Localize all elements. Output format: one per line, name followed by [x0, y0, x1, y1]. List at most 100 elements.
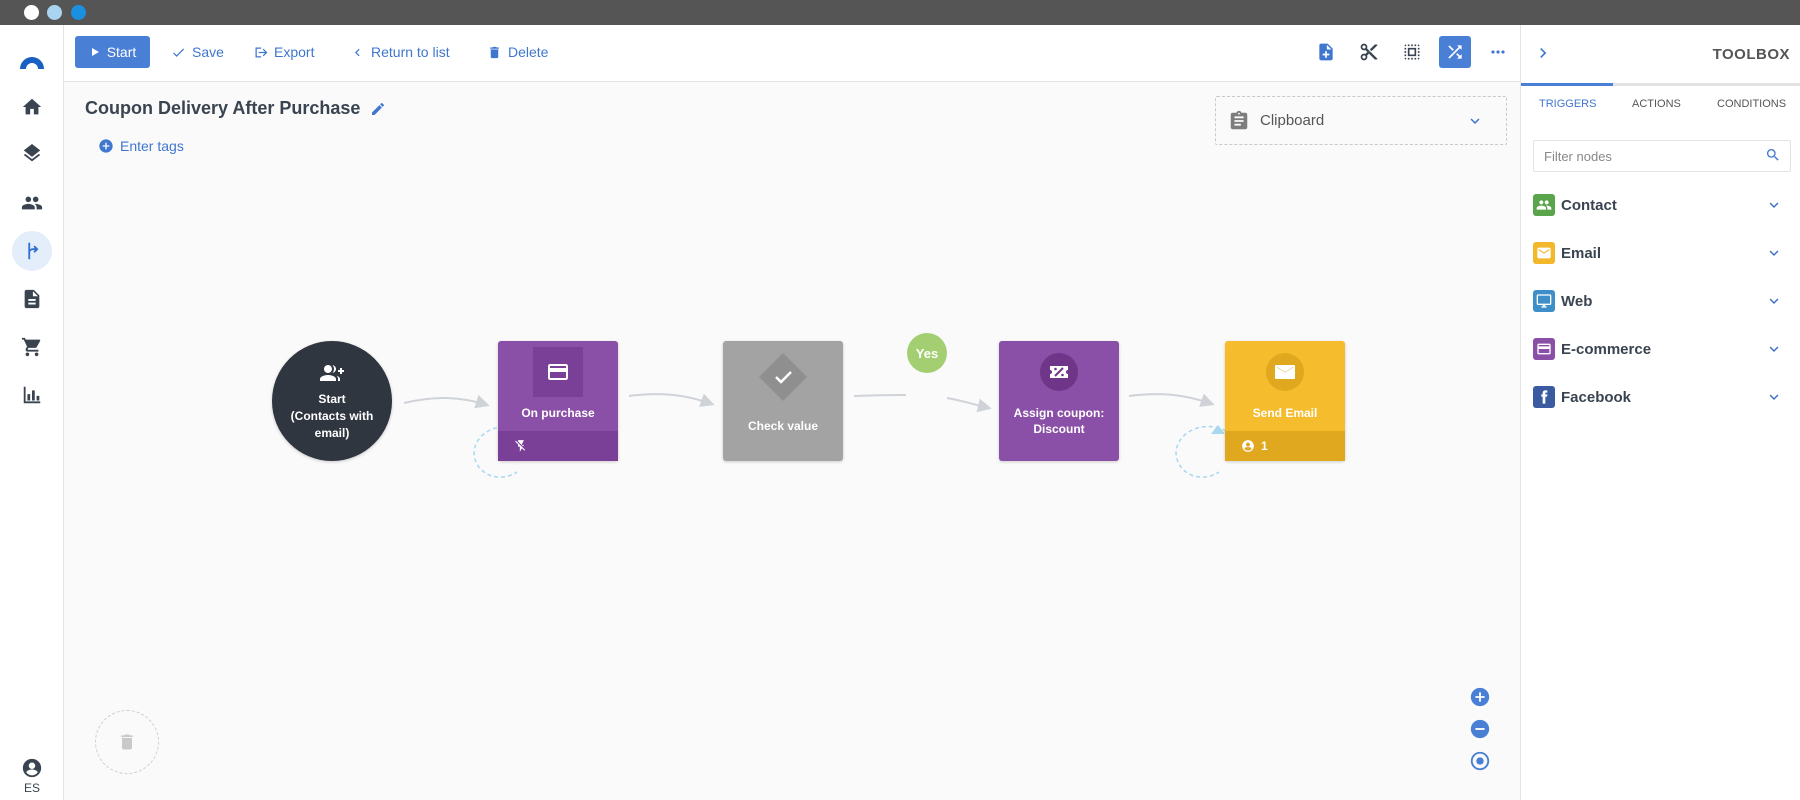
enter-tags-label: Enter tags: [120, 138, 184, 154]
node-icon-box: [758, 352, 808, 402]
coupon-icon: [1040, 353, 1078, 391]
start-node-label: Start (Contacts with email): [290, 392, 374, 440]
yes-branch-badge[interactable]: Yes: [907, 333, 947, 373]
monitor-icon: [1533, 290, 1555, 312]
zoom-out-icon: [1470, 719, 1490, 739]
more-options-icon[interactable]: [1482, 36, 1514, 68]
drop-to-delete-zone[interactable]: [95, 710, 159, 774]
start-node[interactable]: Start (Contacts with email): [272, 341, 392, 461]
send-email-label: Send Email: [1252, 406, 1318, 420]
on-purchase-label: On purchase: [521, 406, 595, 420]
clipboard-icon: [1230, 110, 1248, 129]
loop-connector-email: [1175, 425, 1227, 478]
assign-coupon-node[interactable]: Assign coupon: Discount: [999, 341, 1119, 461]
tab-actions[interactable]: ACTIONS: [1632, 98, 1681, 110]
contact-count[interactable]: 1: [1261, 439, 1268, 453]
nav-user-icon[interactable]: [12, 753, 52, 783]
chevron-down-icon: [1470, 118, 1480, 124]
category-label: Facebook: [1561, 388, 1632, 406]
search-icon[interactable]: [1765, 147, 1781, 163]
center-view-button[interactable]: [1469, 750, 1491, 772]
auto-layout-icon[interactable]: [1439, 36, 1471, 68]
category-contact[interactable]: Contact: [1521, 183, 1800, 227]
filter-nodes-input[interactable]: [1533, 140, 1791, 172]
chevron-down-icon: [1769, 394, 1779, 400]
chevron-down-icon: [1769, 298, 1779, 304]
check-value-label: Check value: [747, 419, 819, 433]
on-purchase-node[interactable]: On purchase: [498, 341, 618, 461]
top-toolbar: Start Save Export Return to list Delete: [64, 25, 1520, 82]
return-to-list-label: Return to list: [371, 44, 450, 60]
export-icon: [255, 47, 268, 57]
email-icon: [1266, 353, 1304, 391]
nav-contacts-icon[interactable]: [12, 183, 52, 223]
send-email-node[interactable]: Send Email 1: [1225, 341, 1345, 461]
toolbox-tabs: TRIGGERS ACTIONS CONDITIONS: [1521, 83, 1800, 123]
assign-coupon-label: Assign coupon: Discount: [1013, 406, 1105, 436]
chevron-down-icon: [1769, 346, 1779, 352]
trash-icon: [121, 734, 133, 750]
check-icon: [173, 48, 185, 57]
start-button[interactable]: Start: [75, 36, 150, 68]
edit-pencil-icon[interactable]: [370, 101, 386, 117]
zoom-in-button[interactable]: [1469, 686, 1491, 708]
scissors-icon[interactable]: [1353, 36, 1385, 68]
chevron-right-icon[interactable]: [1533, 43, 1553, 63]
flash-off-icon[interactable]: [514, 439, 528, 453]
nav-layers-icon[interactable]: [12, 135, 52, 175]
export-button-label: Export: [274, 44, 315, 60]
nav-document-icon[interactable]: [12, 279, 52, 319]
language-indicator[interactable]: ES: [23, 781, 40, 795]
zoom-out-button[interactable]: [1469, 718, 1491, 740]
nav-automation-icon[interactable]: [12, 231, 52, 271]
active-tab-indicator: [1521, 83, 1613, 86]
left-navigation: ES: [0, 25, 64, 800]
save-button-label: Save: [192, 44, 224, 60]
window-titlebar: [0, 0, 1800, 25]
workflow-title: Coupon Delivery After Purchase: [85, 98, 361, 118]
window-dot-maximize[interactable]: [71, 5, 86, 20]
workflow-canvas[interactable]: Coupon Delivery After Purchase Enter tag…: [64, 82, 1520, 800]
start-button-label: Start: [106, 44, 137, 60]
chevron-down-icon: [1769, 202, 1779, 208]
enter-tags-button[interactable]: Enter tags: [98, 138, 184, 154]
add-node-icon[interactable]: [1310, 36, 1342, 68]
loop-arrow-email: [1211, 425, 1225, 434]
category-label: Email: [1561, 244, 1602, 262]
credit-card-icon: [548, 364, 568, 380]
tab-triggers[interactable]: TRIGGERS: [1539, 98, 1597, 110]
condition-diamond-icon: [759, 353, 807, 401]
window-dot-minimize[interactable]: [47, 5, 62, 20]
category-email[interactable]: Email: [1521, 231, 1800, 275]
window-dot-close[interactable]: [24, 5, 39, 20]
add-circle-icon: [99, 139, 113, 153]
delete-button-label: Delete: [508, 44, 549, 60]
clipboard-dropdown[interactable]: Clipboard: [1215, 96, 1507, 145]
node-icon-box: [1260, 347, 1310, 397]
loop-connector-purchase: [473, 425, 525, 478]
nav-cart-icon[interactable]: [12, 327, 52, 367]
facebook-icon: [1533, 386, 1555, 408]
category-web[interactable]: Web: [1521, 279, 1800, 323]
category-facebook[interactable]: Facebook: [1521, 375, 1800, 419]
nav-home-icon[interactable]: [12, 87, 52, 127]
credit-card-icon: [1533, 338, 1555, 360]
target-icon: [1470, 751, 1490, 771]
return-to-list-button[interactable]: Return to list: [350, 36, 450, 68]
node-footer: [498, 431, 618, 461]
category-ecommerce[interactable]: E-commerce: [1521, 327, 1800, 371]
user-circle-icon[interactable]: [1241, 439, 1255, 453]
delete-button[interactable]: Delete: [487, 36, 548, 68]
tab-conditions[interactable]: CONDITIONS: [1717, 98, 1787, 110]
export-button[interactable]: Export: [253, 36, 314, 68]
nav-chart-icon[interactable]: [12, 375, 52, 415]
contacts-icon: [1533, 194, 1555, 216]
select-area-icon[interactable]: [1396, 36, 1428, 68]
trash-icon: [490, 46, 499, 58]
play-icon: [91, 48, 99, 56]
save-button[interactable]: Save: [171, 36, 224, 68]
node-icon-box: [533, 347, 583, 397]
app-logo-icon[interactable]: [17, 45, 47, 75]
check-value-node[interactable]: Check value: [723, 341, 843, 461]
connector-purchase-check: [628, 393, 715, 407]
